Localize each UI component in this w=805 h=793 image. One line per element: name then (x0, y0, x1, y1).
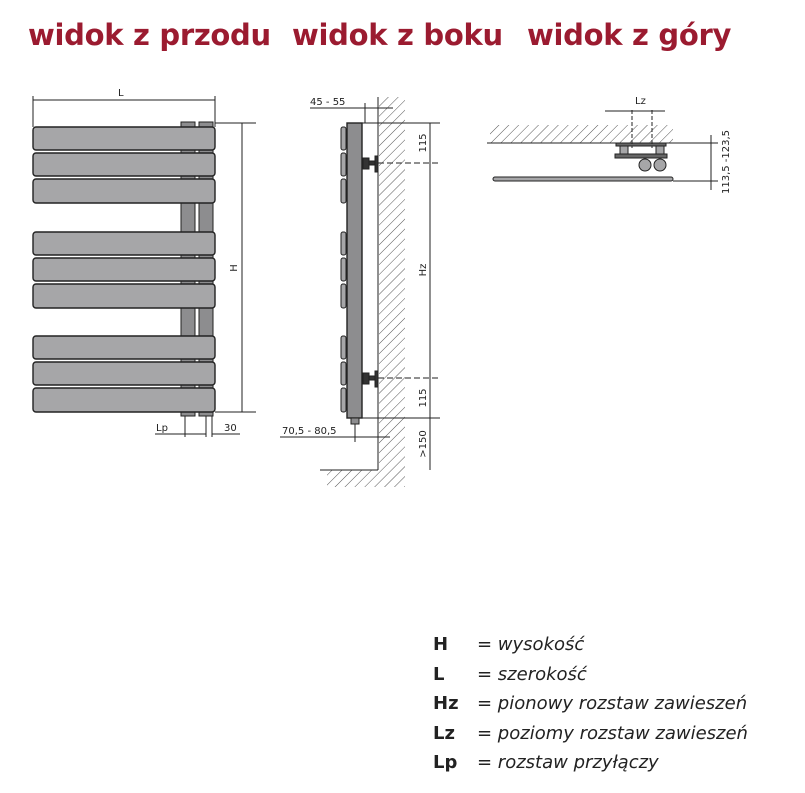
title-top-view: widok z góry (527, 18, 732, 52)
legend-item: Hz = pionowy rozstaw zawieszeń (433, 689, 748, 719)
dim-L: L (118, 88, 124, 99)
dim-min-150: >150 (418, 430, 429, 457)
dim-H: H (229, 264, 240, 272)
legend-desc: = rozstaw przyłączy (477, 752, 659, 774)
dim-70-80: 70,5 - 80,5 (282, 426, 337, 437)
dim-Lz: Lz (635, 96, 646, 107)
dim-45-55: 45 - 55 (310, 97, 345, 108)
dim-Hz: Hz (418, 264, 429, 277)
wall-bracket-bottom (362, 370, 379, 388)
legend-key: Hz (433, 693, 459, 715)
legend-item: L = szerokość (433, 660, 748, 690)
legend-desc: = pionowy rozstaw zawieszeń (477, 693, 748, 715)
dim-115-bottom: 115 (418, 388, 429, 407)
legend: H = wysokość L = szerokość Hz = pionowy roz… (433, 630, 748, 778)
wall-bracket-top (362, 155, 379, 173)
legend-key: H (433, 634, 449, 656)
title-side-view: widok z boku (292, 18, 503, 52)
legend-item: Lz = poziomy rozstaw zawieszeń (433, 719, 748, 749)
dim-30: 30 (224, 423, 237, 434)
legend-key: L (433, 663, 445, 685)
legend-key: Lp (433, 752, 458, 774)
legend-desc: = poziomy rozstaw zawieszeń (477, 722, 748, 744)
dim-113-123: 113,5 -123,5 (721, 130, 732, 194)
title-front-view: widok z przodu (28, 18, 271, 52)
dim-115-top: 115 (418, 133, 429, 152)
legend-key: Lz (433, 722, 455, 744)
side-view (280, 97, 440, 487)
panels (32, 126, 216, 413)
legend-item: H = wysokość (433, 630, 748, 660)
dim-Lp: Lp (156, 423, 168, 434)
legend-desc: = wysokość (477, 634, 585, 656)
top-view (487, 110, 718, 190)
front-view (32, 96, 256, 437)
legend-desc: = szerokość (477, 663, 587, 685)
legend-item: Lp = rozstaw przyłączy (433, 748, 748, 778)
